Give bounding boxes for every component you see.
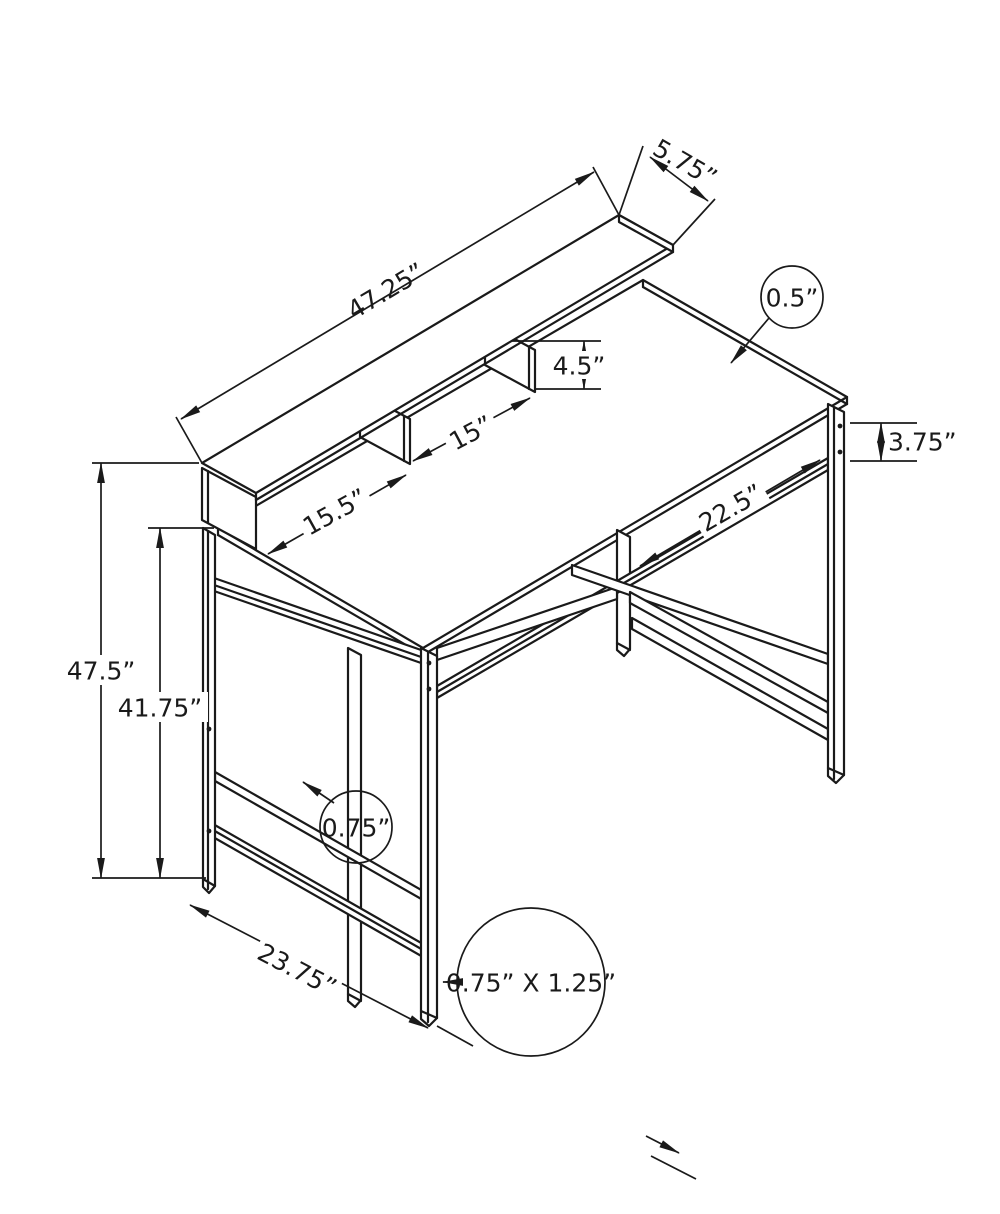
label-frame-tube: 0.75” xyxy=(322,814,391,843)
label-overall-depth: 23.75” xyxy=(253,938,341,1003)
dimension-overall-height: 47.5” xyxy=(62,462,206,879)
label-surface-height: 41.75” xyxy=(118,694,203,723)
left-bottom-stretcher xyxy=(211,822,432,963)
left-leg xyxy=(201,526,217,895)
brace-mid-rail xyxy=(570,563,830,666)
right-leg xyxy=(826,402,846,785)
desk-structure xyxy=(200,213,849,1028)
label-overall-height: 47.5” xyxy=(67,657,136,686)
dimension-surface-height: 41.75” xyxy=(112,527,214,879)
dimension-hutch-height: 4.5” xyxy=(512,340,612,390)
callout-leg-profile: 0.75” X 1.25” xyxy=(442,907,616,1057)
shelf-riser xyxy=(200,466,258,551)
label-shelf-length: 47.25” xyxy=(342,257,430,325)
dimension-apron-height: 3.75” xyxy=(850,422,957,462)
brace-post-to-right-lower xyxy=(630,616,830,742)
callout-frame-tube: 0.75” xyxy=(302,781,393,864)
dimension-overall-depth: 23.75” xyxy=(189,904,697,1180)
label-apron-height: 3.75” xyxy=(888,428,957,457)
label-hutch-height: 4.5” xyxy=(553,352,606,381)
front-leg xyxy=(419,646,439,1028)
label-surface-thickness: 0.5” xyxy=(766,284,819,313)
callout-surface-thickness: 0.5” xyxy=(730,265,824,364)
label-leg-profile: 0.75” X 1.25” xyxy=(446,969,616,998)
